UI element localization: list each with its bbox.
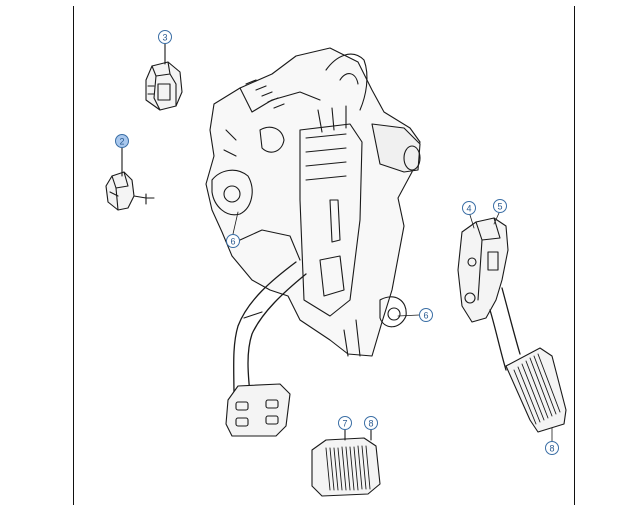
brake-pedal-arm: [233, 261, 307, 397]
leader-lines: [232, 211, 553, 442]
callout-label: 8: [368, 419, 373, 429]
callout-label: 8: [549, 444, 554, 454]
brake-pedal-pad: [311, 429, 381, 497]
callout-label: 4: [466, 204, 471, 214]
callout-5: 5: [493, 199, 507, 213]
brake-pedal-pad-upper: [225, 383, 291, 437]
callout-label: 2: [119, 137, 124, 147]
brake-pedal-bracket: [205, 47, 421, 357]
callout-6-left: 6: [226, 234, 240, 248]
part-3-bracket: [145, 43, 183, 111]
callout-3: 3: [158, 30, 172, 44]
callouts: 3 2 6 6 4 5 7: [115, 30, 559, 455]
callout-6-right: 6: [419, 308, 433, 322]
accelerator-pedal-assembly: [457, 217, 521, 371]
accelerator-pedal-pad: [505, 347, 567, 433]
callout-label: 6: [230, 237, 235, 247]
callout-label: 6: [423, 311, 428, 321]
callout-4: 4: [462, 201, 476, 215]
right-frame-border: [574, 6, 575, 505]
callout-2: 2: [115, 134, 129, 148]
callout-7: 7: [338, 416, 352, 430]
callout-label: 5: [497, 202, 502, 212]
callout-label: 3: [162, 33, 167, 43]
left-frame-border: [73, 6, 74, 505]
callout-label: 7: [342, 419, 347, 429]
callout-8-brake: 8: [364, 416, 378, 430]
part-2-switch: [105, 147, 155, 211]
callout-8-accel: 8: [545, 441, 559, 455]
